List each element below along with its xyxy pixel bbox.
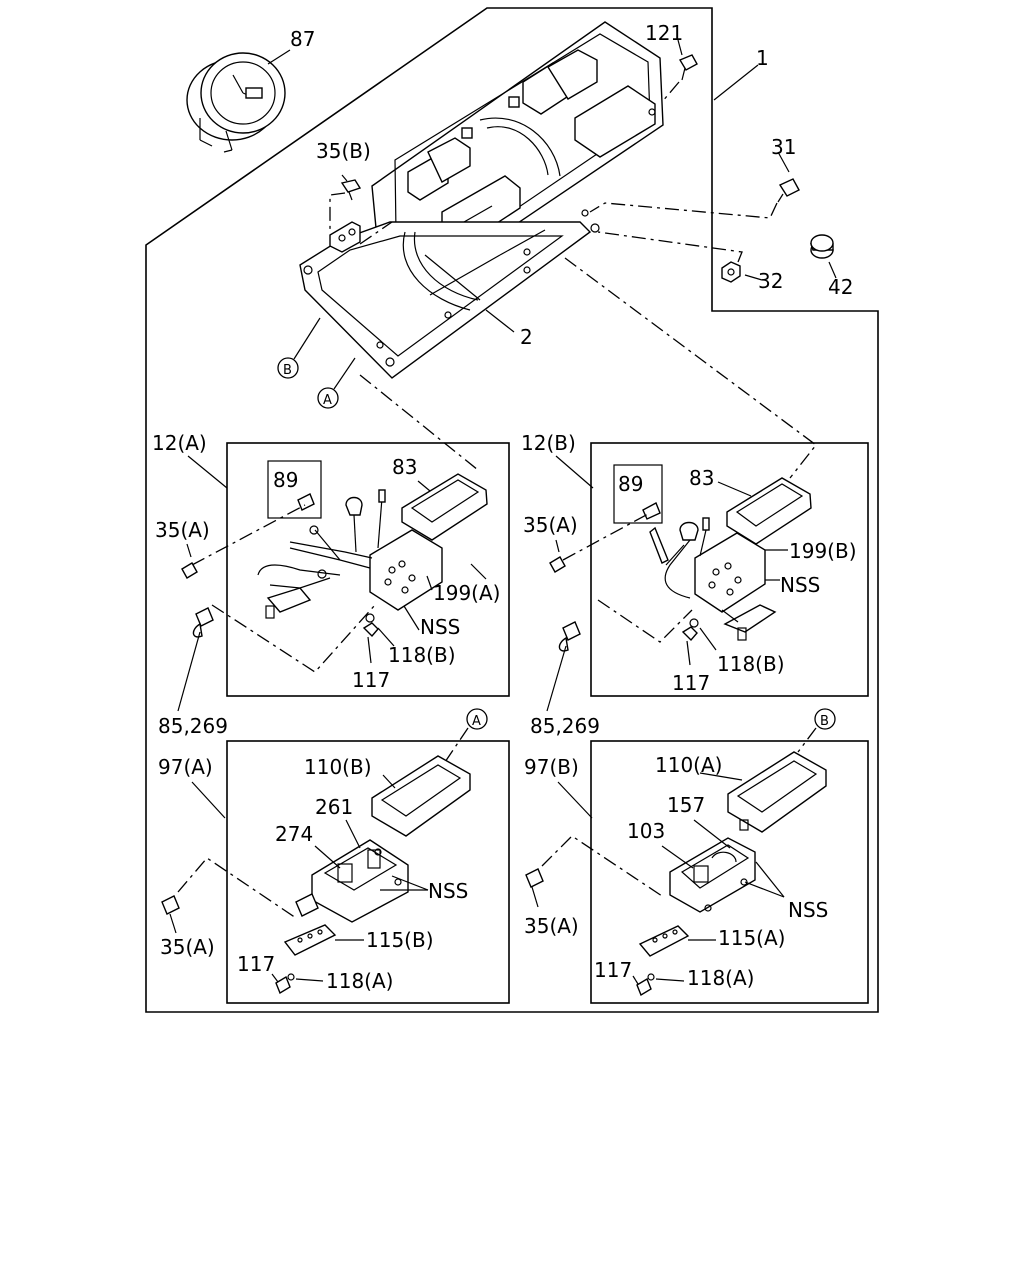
label-199b: 199(B) [789,539,857,563]
ref-a-top [317,357,356,409]
label-97a: 97(A) [158,755,213,779]
label-ref-a-top: A [323,393,332,408]
cover-110b [371,755,471,837]
label-199a: 199(A) [433,581,500,605]
label-ref-b-top: B [283,363,292,378]
label-35a-right: 35(A) [523,513,578,537]
label-ref-b-mid: B [820,714,829,729]
label-115b: 115(B) [366,928,434,952]
box-12a [226,442,510,697]
nut-32 [721,261,741,283]
label-118a-br: 118(A) [687,966,754,990]
label-121: 121 [645,21,683,45]
label-ref-a-mid: A [472,714,481,729]
label-35b-top: 35(B) [316,139,371,163]
bolt-35a-left [181,562,198,579]
module-97b [669,837,756,913]
spacer-42 [810,234,834,259]
gauge-87 [186,49,291,153]
bolt-35a-bl [161,895,180,915]
bolt-121 [678,54,698,81]
plate-115a [638,925,690,957]
label-85-269-right: 85,269 [530,714,600,738]
screw-85-left [195,607,214,627]
label-117-left: 117 [352,668,390,692]
label-110a: 110(A) [655,753,722,777]
label-nss-br: NSS [788,898,828,922]
bolt-35a-right [549,556,566,573]
label-118a-bl: 118(A) [326,969,393,993]
assembly-boundary [145,7,879,1013]
label-85-269-left: 85,269 [158,714,228,738]
cover-83-left [401,473,488,541]
label-1: 1 [756,46,769,70]
bolt-35a-br [525,868,544,888]
label-83-right: 83 [689,466,714,490]
screw-85-right [562,621,581,641]
label-31: 31 [771,135,796,159]
label-157: 157 [667,793,705,817]
label-12b: 12(B) [521,431,576,455]
label-nss-left: NSS [420,615,460,639]
label-117-right: 117 [672,671,710,695]
box-97b [590,740,869,1004]
label-97b: 97(B) [524,755,579,779]
cover-83-right [726,477,812,545]
label-35a-left: 35(A) [155,518,210,542]
label-115a: 115(A) [718,926,785,950]
label-118b-left: 118(B) [388,643,456,667]
clip-117-right [681,618,699,642]
module-97a [295,839,409,923]
label-117-bl: 117 [237,952,275,976]
bolt-31 [777,178,800,203]
label-89-right: 89 [618,472,643,496]
label-35a-bl: 35(A) [160,935,215,959]
ref-a-mid [466,708,488,730]
label-87: 87 [290,27,315,51]
bracket-35b [329,179,362,253]
label-261: 261 [315,795,353,819]
box-12b [590,442,869,697]
harness-right [649,517,777,641]
label-nss-right: NSS [780,573,820,597]
harness-left [257,489,443,619]
label-32: 32 [758,269,783,293]
label-83-left: 83 [392,455,417,479]
housing-2 [299,221,592,379]
clip-117-left [362,613,379,638]
label-118b-right: 118(B) [717,652,785,676]
box-97a [226,740,510,1004]
cover-110a [727,751,827,833]
label-103: 103 [627,819,665,843]
label-89-left: 89 [273,468,298,492]
label-117-br: 117 [594,958,632,982]
label-274: 274 [275,822,313,846]
label-42: 42 [828,275,853,299]
label-110b: 110(B) [304,755,372,779]
label-nss-bl: NSS [428,879,468,903]
label-12a: 12(A) [152,431,207,455]
ref-b-mid [814,708,836,730]
label-35a-br: 35(A) [524,914,579,938]
ref-b-top [277,317,321,379]
label-2: 2 [520,325,533,349]
plate-115b [283,924,337,956]
